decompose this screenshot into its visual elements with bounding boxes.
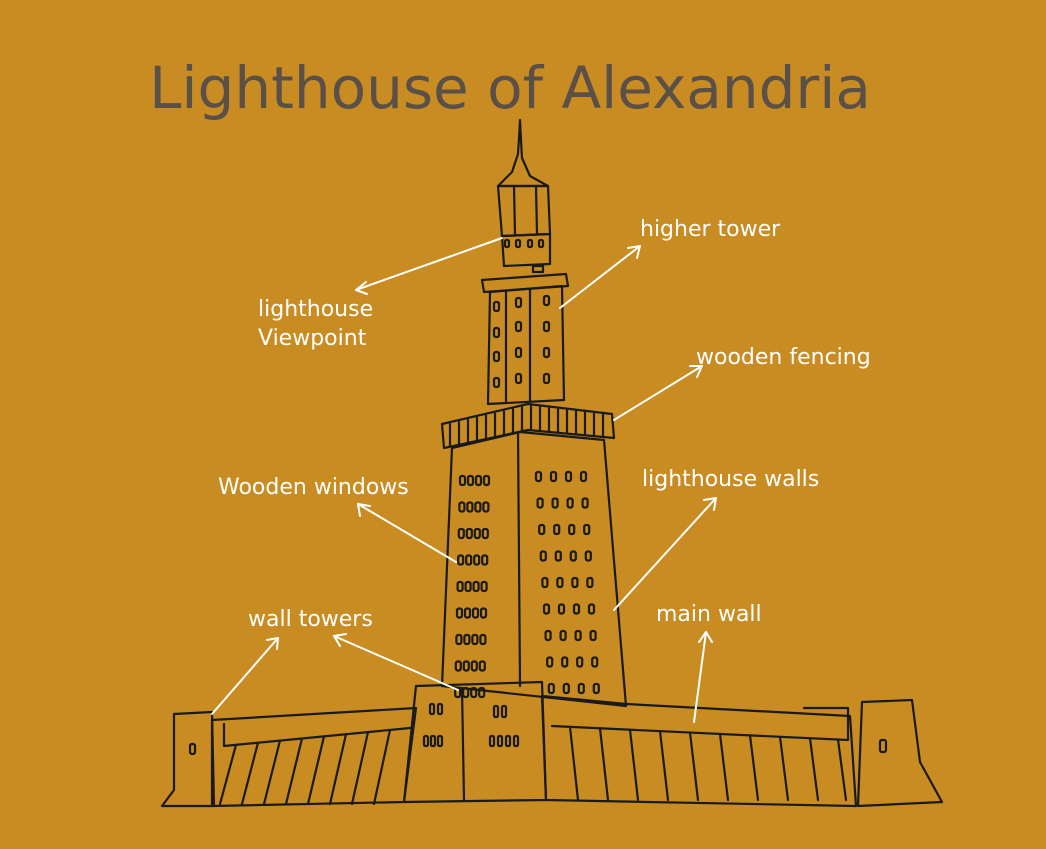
label-main-wall: main wall xyxy=(656,602,762,627)
label-lighthouse-viewpoint-line1: lighthouse xyxy=(258,297,373,322)
label-wall-towers: wall towers xyxy=(248,607,373,632)
label-higher-tower: higher tower xyxy=(640,217,781,242)
lantern-seam xyxy=(514,186,515,234)
label-lighthouse-viewpoint-line2: Viewpoint xyxy=(258,326,367,351)
lantern-seam xyxy=(536,186,537,234)
label-lighthouse-walls: lighthouse walls xyxy=(642,467,819,492)
label-wooden-windows: Wooden windows xyxy=(218,475,409,500)
diagram-title: Lighthouse of Alexandria xyxy=(149,54,871,122)
label-wooden-fencing: wooden fencing xyxy=(696,345,871,370)
